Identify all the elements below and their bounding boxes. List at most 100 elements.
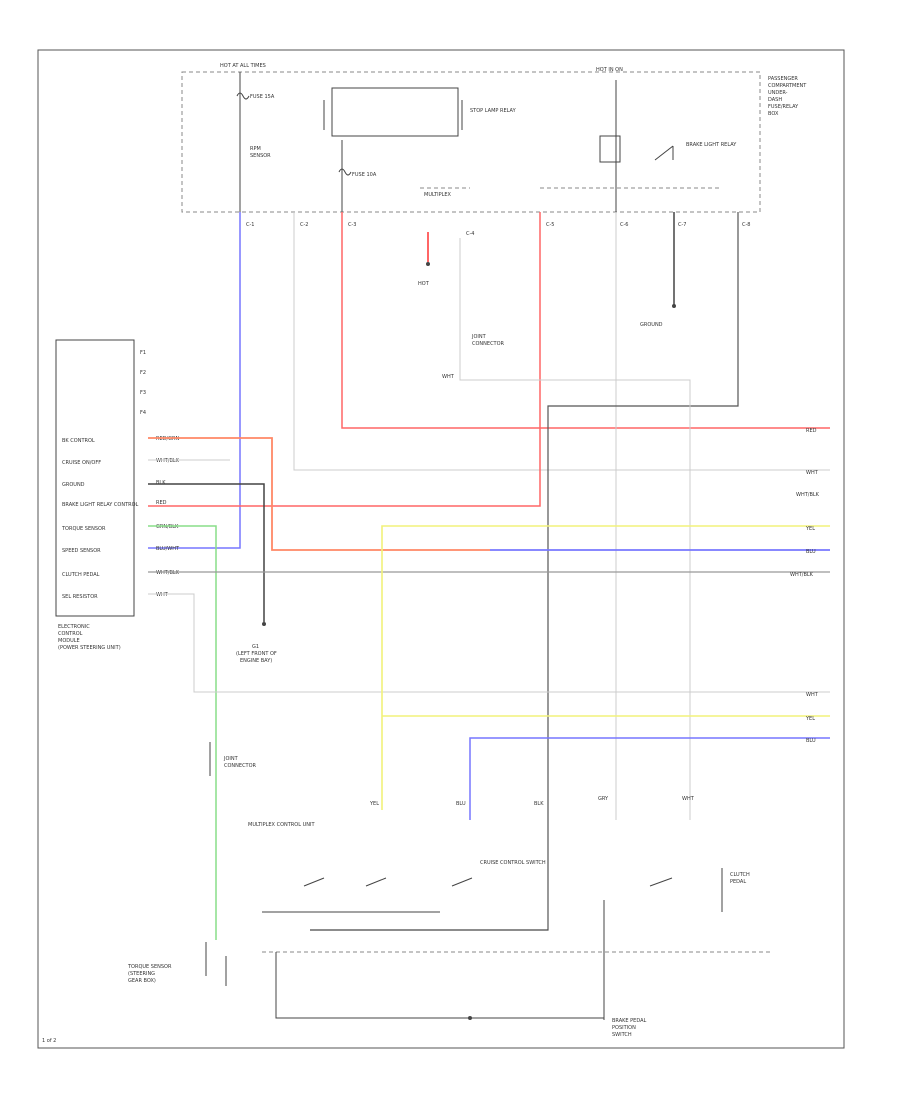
svg-text:JOINT: JOINT [471,334,487,340]
svg-text:BLU: BLU [806,549,816,555]
svg-text:BLU: BLU [806,738,816,744]
svg-text:C-2: C-2 [300,222,308,228]
svg-text:WHT: WHT [442,374,455,380]
svg-text:YEL: YEL [369,801,379,807]
svg-text:RED: RED [806,428,817,434]
svg-text:CONNECTOR: CONNECTOR [224,763,257,769]
svg-text:WHT: WHT [156,592,169,598]
svg-text:BLK: BLK [534,801,544,807]
wire-red-brake-relay [148,212,541,507]
svg-text:RED/GRN: RED/GRN [156,436,180,442]
ground-ref-label: G1 (LEFT FRONT OF ENGINE BAY) [236,644,278,664]
ecm-rows: BK CONTROL CRUISE ON/OFF GROUND BRAKE LI… [61,438,139,600]
svg-text:WHT/BLK: WHT/BLK [156,458,180,464]
svg-text:GRN/BLK: GRN/BLK [156,524,179,530]
svg-text:C-7: C-7 [678,222,686,228]
ecm-pin-labels: F1 F2 F3 F4 [140,350,146,416]
svg-text:GROUND: GROUND [62,482,85,488]
svg-text:BLU: BLU [456,801,466,807]
brake-light-relay: BRAKE LIGHT RELAY [599,80,737,212]
joint-dot [426,262,430,266]
svg-text:GEAR BOX): GEAR BOX) [128,978,156,984]
fuse-middle: FUSE 10A [338,140,377,212]
svg-text:F2: F2 [140,370,146,376]
svg-text:BLK: BLK [156,480,166,486]
brake-pedal-switch: BRAKE PEDAL POSITION SWITCH [275,900,647,1038]
page-frame [37,49,845,1049]
svg-text:TORQUE SENSOR: TORQUE SENSOR [127,964,172,970]
svg-text:FUSE 15A: FUSE 15A [250,94,275,100]
right-edge-labels: RED WHT WHT/BLK YEL BLU WHT/BLK WHT YEL … [790,428,820,744]
svg-text:(STEERING: (STEERING [128,971,155,977]
fuse-box-caption: PASSENGER COMPARTMENT UNDER- DASH FUSE/R… [768,76,808,117]
svg-text:BLU/WHT: BLU/WHT [156,546,180,552]
stop-lamp-relay: STOP LAMP RELAY [323,87,517,137]
cruise-control-switch: CRUISE CONTROL SWITCH [262,860,548,931]
torque-joint: JOINT CONNECTOR [209,742,257,776]
svg-text:BRAKE LIGHT RELAY CONTROL: BRAKE LIGHT RELAY CONTROL [62,502,139,508]
svg-text:SWITCH: SWITCH [612,1032,632,1038]
wire-black-ground [148,483,265,622]
svg-text:F3: F3 [140,390,146,396]
svg-text:CRUISE ON/OFF: CRUISE ON/OFF [62,460,101,466]
svg-text:FUSE 10A: FUSE 10A [352,172,377,178]
svg-text:F4: F4 [140,410,146,416]
wire-red-main [341,212,830,429]
svg-text:SENSOR: SENSOR [250,153,271,159]
svg-text:BRAKE LIGHT RELAY: BRAKE LIGHT RELAY [686,142,737,148]
hot-label-left: HOT AT ALL TIMES [220,63,266,69]
svg-text:C-8: C-8 [742,222,750,228]
wire-white-main [293,212,830,471]
connector-row: C-1 C-2 C-3 C-4 C-5 C-6 C-7 C-8 [246,222,750,237]
svg-text:SPEED SENSOR: SPEED SENSOR [62,548,101,554]
svg-text:CLUTCH PEDAL: CLUTCH PEDAL [62,572,100,578]
svg-text:BK CONTROL: BK CONTROL [62,438,95,444]
svg-text:YEL: YEL [805,526,815,532]
svg-text:RPM: RPM [250,146,261,152]
multiplex-label-top: MULTIPLEX [424,192,452,198]
wire-blue-lower [469,737,830,820]
clutch-pedal-switch: CLUTCH PEDAL [649,868,750,912]
svg-text:C-6: C-6 [620,222,628,228]
svg-text:WHT/BLK: WHT/BLK [156,570,180,576]
svg-text:TORQUE SENSOR: TORQUE SENSOR [61,526,106,532]
svg-text:WHT: WHT [806,470,819,476]
svg-text:GRY: GRY [598,796,609,802]
ecm-box [55,339,135,617]
svg-text:CLUTCH: CLUTCH [730,872,750,878]
hot-label-right: HOT IN ON [596,67,623,73]
svg-text:CONNECTOR: CONNECTOR [472,341,505,347]
svg-text:WHT/BLK: WHT/BLK [796,492,820,498]
svg-text:JOINT: JOINT [223,756,239,762]
ecm-caption: ELECTRONIC CONTROL MODULE (POWER STEERIN… [58,624,121,651]
svg-text:WHT: WHT [682,796,695,802]
wire-green-torque [148,525,217,940]
wire-white-sel [148,593,830,693]
lower-connector-labels: YEL BLU BLK GRY WHT [369,796,695,807]
svg-text:WHT/BLK: WHT/BLK [790,572,814,578]
wire-yellow-main [381,525,830,810]
svg-text:F1: F1 [140,350,146,356]
fuse-left: FUSE 15A RPM SENSOR [236,72,275,212]
relay-ground-label: GROUND [640,322,663,328]
wire-black-multiplex [310,212,739,931]
svg-text:YEL: YEL [805,716,815,722]
svg-text:CRUISE CONTROL SWITCH: CRUISE CONTROL SWITCH [480,860,546,866]
joint-label: HOT [418,281,430,287]
svg-text:WHT: WHT [806,692,819,698]
page-code: 1 of 2 [42,1038,56,1044]
ecm-wire-labels: RED/GRN WHT/BLK BLK RED GRN/BLK BLU/WHT … [156,436,180,598]
svg-text:C-5: C-5 [546,222,554,228]
svg-text:PEDAL: PEDAL [730,879,746,885]
fuse-box-outline [181,71,761,213]
svg-text:C-3: C-3 [348,222,356,228]
svg-text:POSITION: POSITION [612,1025,636,1031]
svg-text:STOP LAMP RELAY: STOP LAMP RELAY [470,108,517,114]
svg-text:RED: RED [156,500,167,506]
svg-text:C-4: C-4 [466,231,474,237]
wire-orange-bk-control [148,437,490,551]
multiplex-control-label: MULTIPLEX CONTROL UNIT [248,822,315,828]
joint-connector: JOINT CONNECTOR WHT [442,238,691,820]
svg-text:BRAKE PEDAL: BRAKE PEDAL [612,1018,647,1024]
